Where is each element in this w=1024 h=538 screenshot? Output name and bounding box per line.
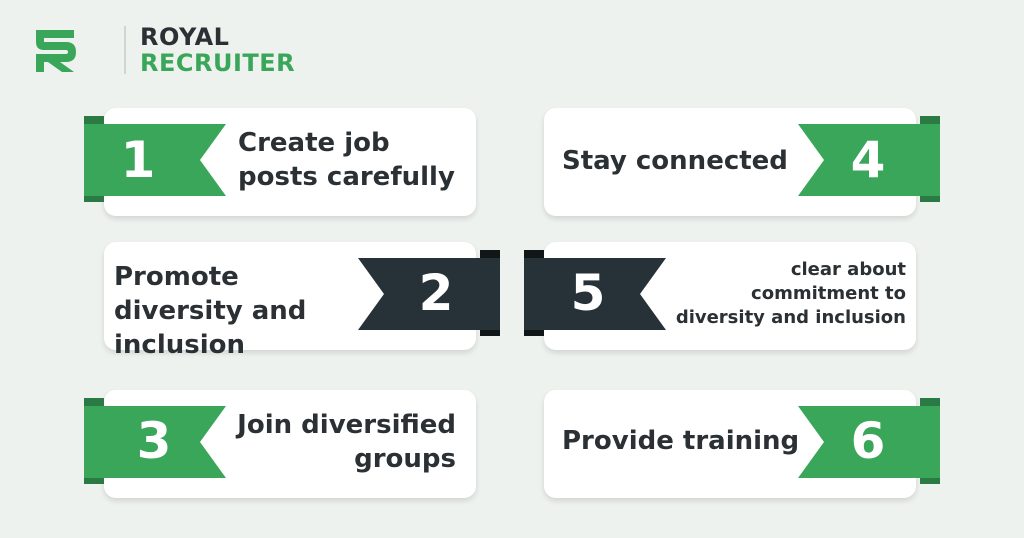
logo-divider — [124, 26, 126, 74]
step-text-5: clear about commitment to diversity and … — [675, 259, 906, 328]
step-ribbon-4 — [798, 116, 940, 202]
step-ribbon-6 — [798, 398, 940, 484]
step-number-3: 3 — [136, 412, 172, 470]
rr-monogram-icon — [36, 30, 76, 72]
step-text-1: Create job posts carefully — [238, 128, 455, 192]
brand-line-recruiter: RECRUITER — [140, 49, 296, 77]
step-text-4: Stay connected — [562, 146, 788, 176]
step-text-2: Promote diversity and inclusion — [114, 262, 307, 360]
step-number-1: 1 — [120, 131, 156, 189]
step-ribbon-2 — [358, 250, 500, 336]
step-number-6: 6 — [850, 412, 886, 470]
step-number-2: 2 — [418, 264, 454, 322]
step-number-4: 4 — [850, 131, 886, 189]
step-number-5: 5 — [570, 264, 606, 322]
logo: ROYAL RECRUITER — [30, 22, 295, 78]
step-ribbon-3 — [84, 398, 226, 484]
step-text-3: Join diversified groups — [237, 410, 456, 474]
step-ribbon-5 — [524, 250, 666, 336]
brand-line-royal: ROYAL — [140, 23, 230, 51]
brand-name: ROYAL RECRUITER — [140, 24, 295, 76]
step-ribbon-1 — [84, 116, 226, 202]
step-text-6: Provide training — [562, 426, 800, 456]
